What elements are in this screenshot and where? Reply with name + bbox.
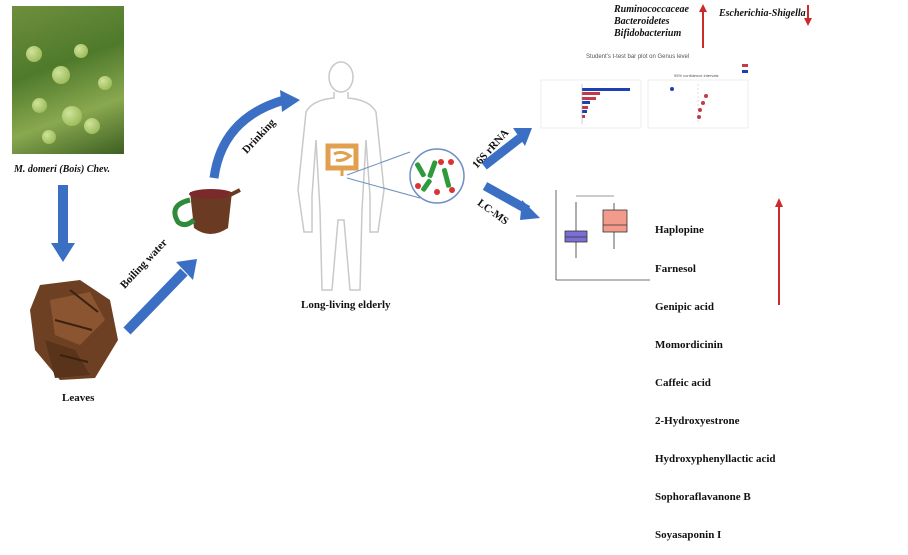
arrow-plant-to-leaves: [51, 185, 75, 262]
metabolite-item: Caffeic acid: [655, 376, 711, 389]
tea-cup-image: [172, 188, 241, 234]
plant-photo: [12, 6, 124, 154]
arrow-to-lcms: [482, 182, 540, 220]
metabolite-item: Genipic acid: [655, 300, 714, 313]
ttest-plot-title: Student's t-test bar plot on Genus level: [586, 54, 690, 60]
intestine-icon: [325, 143, 359, 176]
metabolite-item: Sophoraflavanone B: [655, 491, 751, 504]
bacteria-up-item: Bacteroidetes: [614, 16, 670, 27]
metabolite-item: Haplopine: [655, 224, 704, 237]
gut-microbiota-icon: [409, 148, 465, 204]
metabolite-item: 2-Hydroxyestrone: [655, 414, 740, 427]
bacteria-up-list: Ruminococcaceae Bacteroidetes Bifidobact…: [614, 4, 689, 40]
plant-name-label: M. domeri (Bois) Chev.: [14, 164, 111, 175]
metabolite-item: Momordicinin: [655, 338, 723, 351]
diagram-graphics: [30, 4, 812, 380]
boxplot-chart: [555, 190, 650, 281]
metabolite-item: Hydroxyphenyllactic acid: [655, 453, 776, 466]
leaves-image: [30, 280, 118, 380]
arrow-leaves-to-cup: [123, 259, 197, 335]
leaves-label: Leaves: [62, 392, 95, 404]
ttest-bar-plot: [540, 64, 749, 129]
bacteria-up-item: Bifidobacterium: [614, 28, 682, 39]
metabolites-up-arrow: [775, 198, 783, 305]
bacteria-up-arrow: [699, 4, 707, 48]
metabolites-list: Haplopine Farnesol Genipic acid Momordic…: [655, 199, 776, 555]
metabolite-item: Farnesol: [655, 262, 696, 275]
bacteria-down-item: Escherichia-Shigella: [719, 8, 806, 19]
bacteria-up-item: Ruminococcaceae: [614, 4, 689, 15]
arrow-cup-to-body: [209, 90, 300, 179]
ttest-ci-label: 95% confidence intervals: [674, 73, 719, 78]
bacteria-down-arrow: [804, 5, 812, 26]
human-body-figure: [297, 61, 385, 291]
subjects-label: Long-living elderly: [301, 299, 391, 311]
metabolite-item: Soyasaponin I: [655, 529, 722, 542]
arrow-to-16s: [481, 128, 532, 170]
